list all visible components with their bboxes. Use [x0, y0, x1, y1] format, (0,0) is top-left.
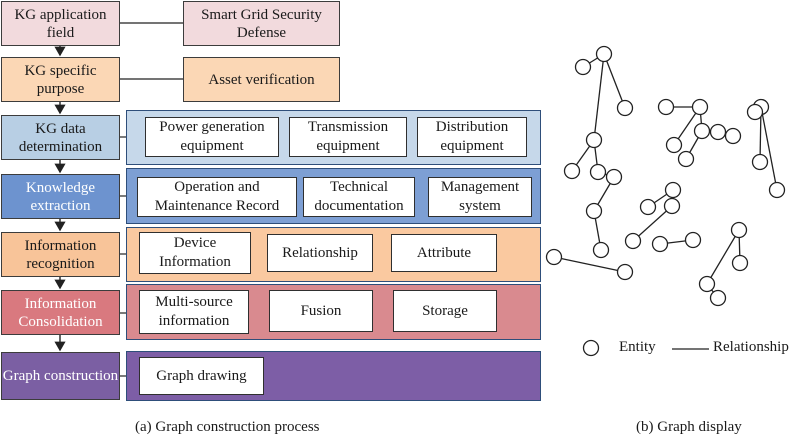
item-management-system: Management system	[428, 177, 532, 217]
graph-node	[639, 198, 657, 216]
graph-node	[665, 136, 683, 154]
step-information-consolidation: Information Consolidation	[1, 290, 120, 335]
graph-node	[605, 168, 623, 186]
step-label: Information recognition	[24, 237, 97, 272]
graph-node	[563, 162, 581, 180]
graph-node	[664, 181, 682, 199]
item-technical-documentation: Technical documentation	[303, 177, 415, 217]
graph-node	[616, 263, 634, 281]
caption-graph-display: (b) Graph display	[636, 419, 742, 435]
graph-node	[677, 150, 695, 168]
graph-node	[657, 98, 675, 116]
band-information-consolidation: Multi-source information Fusion Storage	[126, 284, 541, 340]
graph-edge	[760, 106, 778, 191]
band-information-recognition: Device Information Relationship Attribut…	[126, 227, 541, 282]
item-transmission-equipment: Transmission equipment	[289, 117, 407, 157]
band-graph-construction: Graph drawing	[126, 351, 541, 401]
graph-node	[663, 197, 681, 215]
item-device-information: Device Information	[139, 232, 251, 274]
caption-graph-construction-process: (a) Graph construction process	[135, 419, 320, 435]
band-data-determination: Power generation equipment Transmission …	[126, 110, 541, 165]
item-operation-maintenance-record: Operation and Maintenance Record	[137, 177, 297, 217]
graph-node	[684, 231, 702, 249]
target-label: Smart Grid Security Defense	[201, 6, 322, 41]
legend-relationship-label: Relationship	[713, 339, 789, 355]
legend-entity-icon	[582, 339, 600, 357]
graph-node	[592, 241, 610, 259]
graph-node	[751, 153, 769, 171]
graph-node	[574, 58, 592, 76]
graph-node	[768, 181, 786, 199]
band-knowledge-extraction: Operation and Maintenance Record Technic…	[126, 168, 541, 224]
graph-node	[616, 99, 634, 117]
graph-node	[589, 163, 607, 181]
step-label: Graph construction	[2, 368, 119, 384]
graph-node	[730, 221, 748, 239]
graph-node	[698, 275, 716, 293]
item-attribute: Attribute	[391, 234, 497, 272]
graph-node	[585, 202, 603, 220]
graph-edge	[603, 53, 626, 109]
graph-node	[746, 103, 764, 121]
graph-node	[651, 235, 669, 253]
legend-entity-label: Entity	[619, 339, 656, 355]
graph-node	[585, 131, 603, 149]
graph-node	[693, 122, 711, 140]
graph-edge	[553, 256, 626, 273]
graph-node	[595, 45, 613, 63]
graph-node	[709, 289, 727, 307]
item-multi-source-information: Multi-source information	[139, 290, 249, 334]
target-label: Asset verification	[208, 71, 315, 88]
step-label: Information Consolidation	[18, 295, 103, 330]
item-graph-drawing: Graph drawing	[139, 357, 264, 395]
item-fusion: Fusion	[269, 290, 373, 332]
step-label: KG data determination	[18, 120, 103, 155]
step-graph-construction: Graph construction	[1, 352, 120, 400]
step-knowledge-extraction: Knowledge extraction	[1, 174, 120, 219]
step-kg-specific-purpose: KG specific purpose	[1, 57, 120, 102]
item-power-generation-equipment: Power generation equipment	[145, 117, 279, 157]
step-kg-data-determination: KG data determination	[1, 115, 120, 160]
target-asset-verification: Asset verification	[183, 57, 340, 102]
item-distribution-equipment: Distribution equipment	[417, 117, 527, 157]
step-label: KG specific purpose	[24, 62, 97, 97]
item-storage: Storage	[393, 290, 497, 332]
step-information-recognition: Information recognition	[1, 232, 120, 277]
step-label: Knowledge extraction	[25, 179, 96, 214]
graph-node	[545, 248, 563, 266]
graph-node	[731, 254, 749, 272]
graph-node	[724, 127, 742, 145]
graph-edge	[593, 53, 605, 141]
graph-node	[624, 232, 642, 250]
item-relationship: Relationship	[267, 234, 373, 272]
graph-node	[709, 123, 727, 141]
step-kg-application-field: KG application field	[1, 1, 120, 46]
graph-node	[691, 98, 709, 116]
graph-edge	[706, 229, 740, 285]
graph-edge	[632, 205, 673, 242]
step-label: KG application field	[14, 6, 107, 41]
target-smart-grid-security-defense: Smart Grid Security Defense	[183, 1, 340, 46]
